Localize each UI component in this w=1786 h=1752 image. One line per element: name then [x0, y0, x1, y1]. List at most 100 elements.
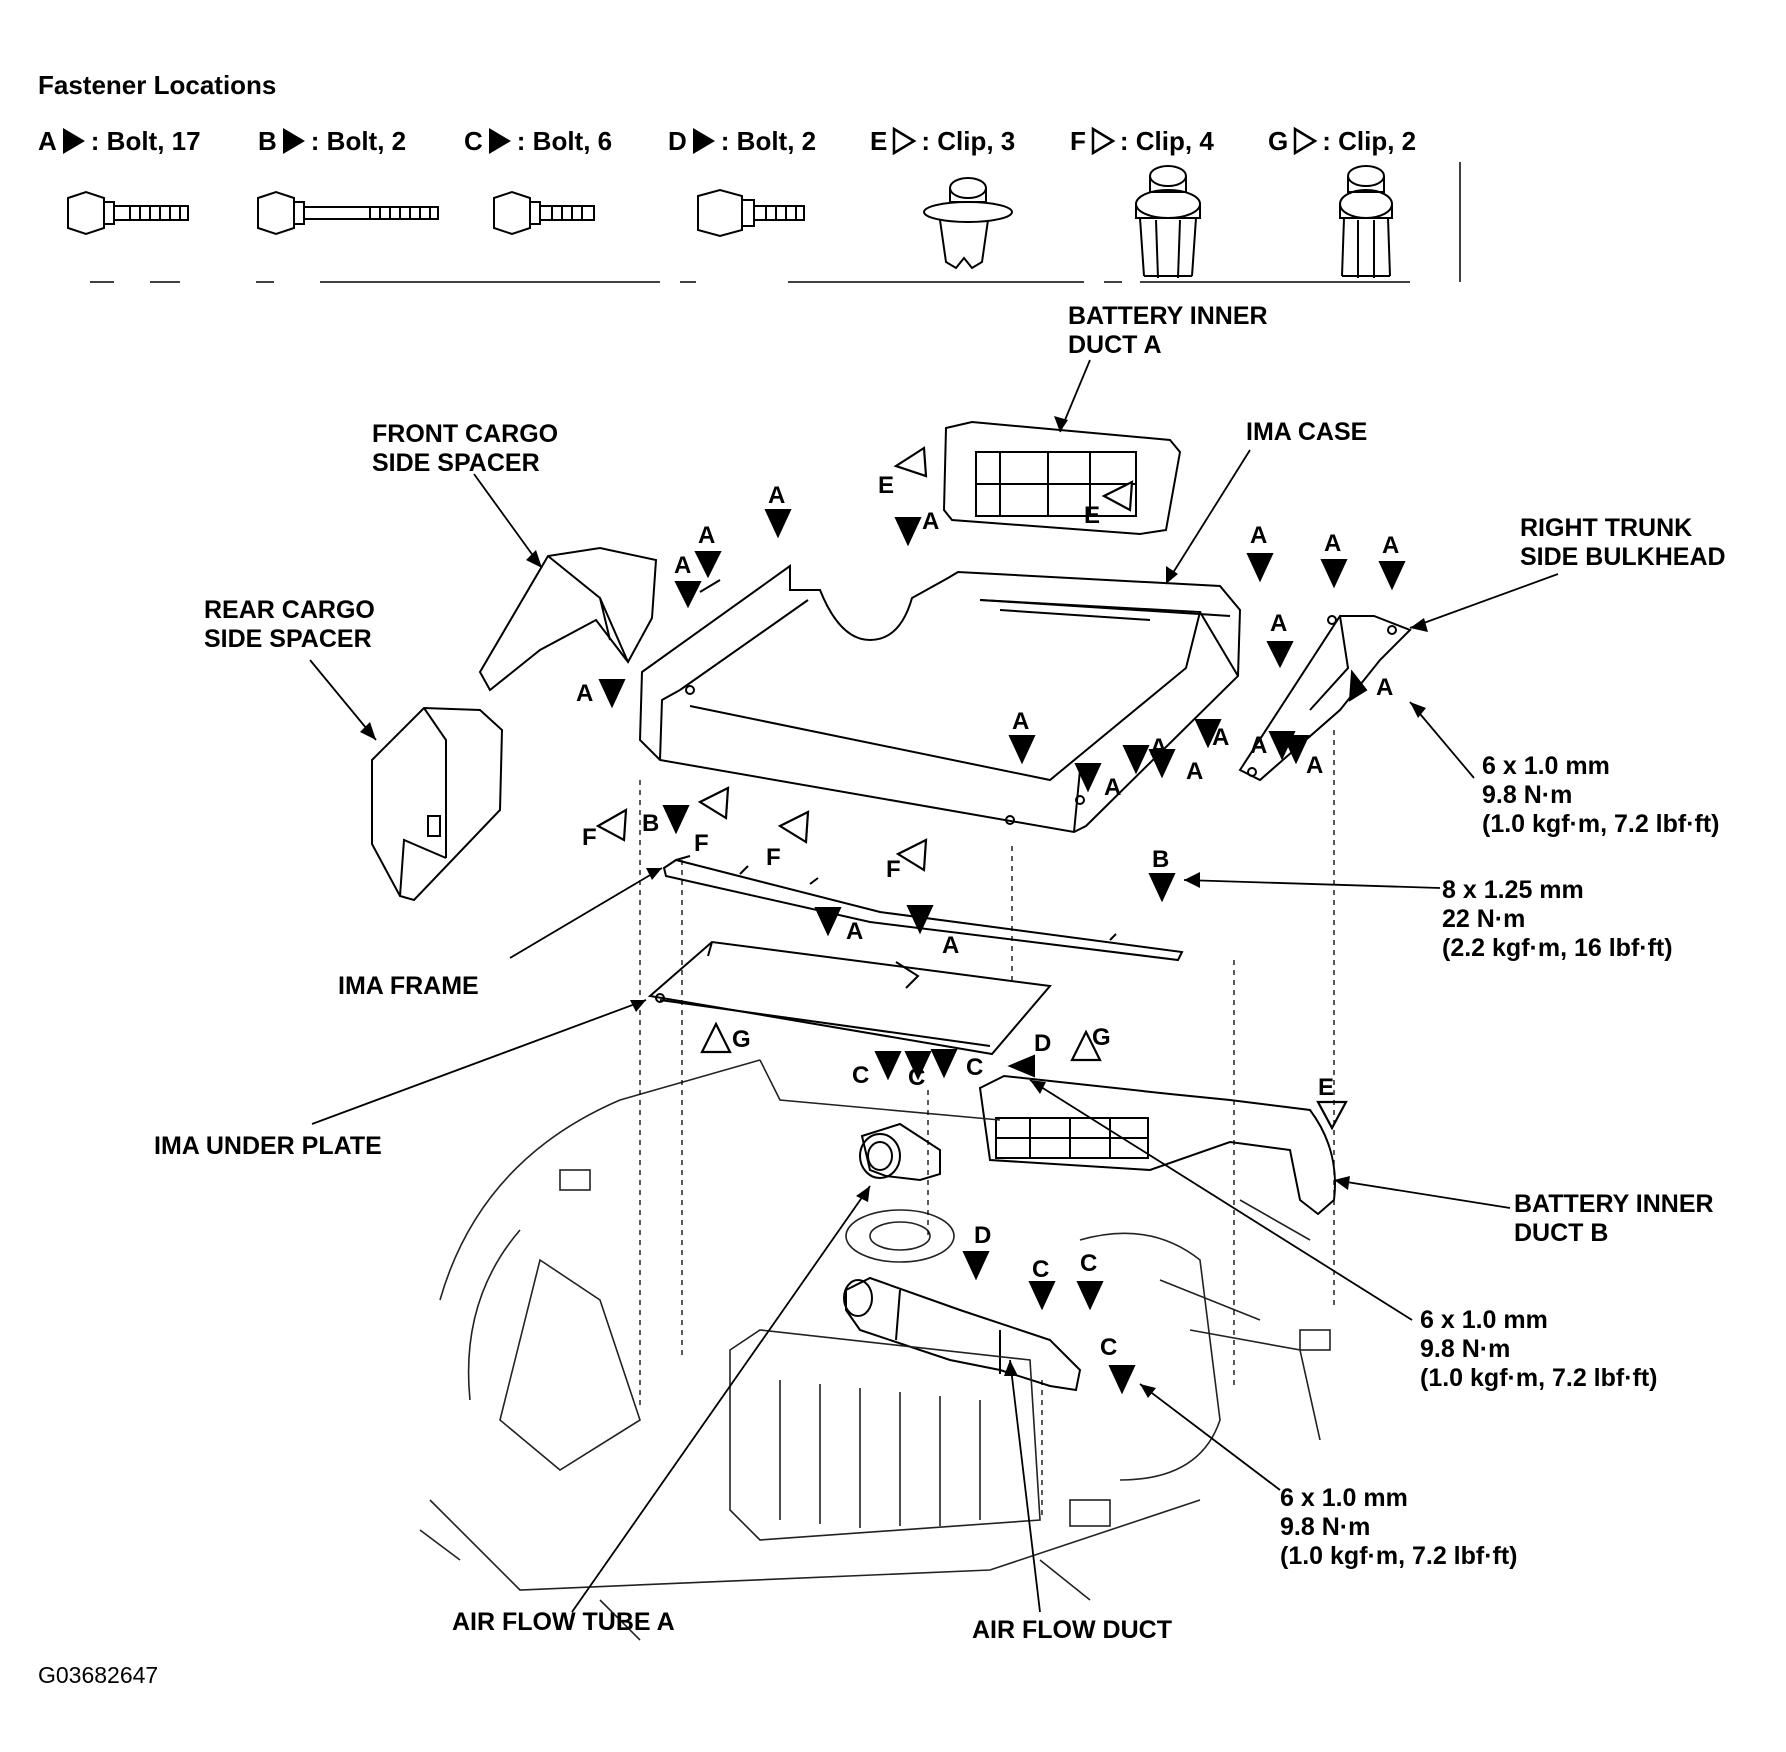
callout-letter: A [922, 508, 940, 535]
callout-letter: C [852, 1062, 870, 1089]
ima-case-drawing [638, 564, 1242, 834]
label-right-trunk-side-bulkhead: RIGHT TRUNK SIDE BULKHEAD [1520, 514, 1726, 571]
callout-letter: G [1092, 1024, 1111, 1051]
fastener-f: F : Clip, 4 [1070, 124, 1214, 158]
fastener-text: : Clip, 2 [1322, 125, 1417, 156]
label-ima-frame: IMA FRAME [338, 972, 479, 1000]
callout-letter: A [1150, 734, 1168, 761]
open-triangle-icon [893, 126, 917, 156]
callout-letter: A [1382, 532, 1400, 559]
bolt-a-icon [67, 190, 189, 236]
fastener-a: A : Bolt, 17 [38, 124, 201, 158]
label-battery-inner-duct-a: BATTERY INNER DUCT A [1068, 302, 1268, 359]
callout-letter: E [878, 472, 895, 499]
open-triangle-icon [1091, 126, 1116, 156]
ima-frame-drawing [662, 855, 1184, 962]
fastener-e: E : Clip, 3 [870, 124, 1015, 158]
clip-f-icon [1135, 165, 1201, 279]
bolt-c-icon [493, 190, 595, 236]
spec-bolt-b: 8 x 1.25 mm 22 N·m (2.2 kgf·m, 16 lbf·ft… [1442, 876, 1673, 962]
callout-letter: C [966, 1054, 984, 1081]
air-flow-duct-drawing [843, 1276, 1082, 1392]
fastener-text: : Bolt, 2 [720, 125, 817, 156]
callout-letter: A [1250, 732, 1268, 759]
callout-letter: A [846, 918, 864, 945]
figure-id: G03682647 [38, 1662, 159, 1688]
callout-letter: A [1306, 752, 1324, 779]
callout-letter: A [1012, 708, 1030, 735]
callout-letter: C [1032, 1256, 1050, 1283]
fastener-text: : Bolt, 2 [310, 125, 407, 156]
callout-letter: A [1376, 674, 1394, 701]
fastener-letter: F [1070, 125, 1086, 156]
callout-letter: B [642, 810, 660, 837]
fastener-b: B : Bolt, 2 [258, 124, 406, 158]
vehicle-body-drawing [419, 1059, 1331, 1641]
callout-letter: F [766, 844, 781, 871]
callout-letter: A [942, 932, 960, 959]
clip-e-icon [923, 177, 1013, 270]
fastener-g: G : Clip, 2 [1268, 124, 1416, 158]
right-trunk-side-bulkhead-drawing [1238, 615, 1412, 782]
label-rear-cargo-side-spacer: REAR CARGO SIDE SPACER [204, 596, 375, 653]
callout-letter: A [1104, 774, 1122, 801]
clip-g-icon [1339, 165, 1393, 278]
label-air-flow-tube-a: AIR FLOW TUBE A [452, 1608, 675, 1636]
battery-inner-duct-b-drawing [978, 1074, 1336, 1216]
callout-letter: D [1034, 1030, 1052, 1057]
fastener-text: : Clip, 3 [921, 125, 1016, 156]
front-cargo-side-spacer-drawing [478, 546, 658, 692]
bolt-d-icon [697, 188, 805, 238]
callout-letter: A [576, 680, 594, 707]
callout-letter: A [768, 482, 786, 509]
fastener-text: : Clip, 4 [1119, 125, 1214, 156]
filled-triangle-icon [692, 128, 715, 154]
label-air-flow-duct: AIR FLOW DUCT [972, 1616, 1172, 1644]
fastener-text: : Bolt, 17 [90, 125, 201, 156]
callout-letter: B [1152, 846, 1170, 873]
fastener-letter: A [38, 125, 57, 156]
callout-letter: E [1318, 1074, 1335, 1101]
bolt-b-icon [257, 190, 439, 236]
callout-letter: A [674, 552, 692, 579]
filled-triangle-icon [282, 128, 305, 154]
callout-letter: C [1080, 1250, 1098, 1277]
callout-letter: F [886, 856, 901, 883]
spec-bolt-d: 6 x 1.0 mm 9.8 N·m (1.0 kgf·m, 7.2 lbf·f… [1420, 1306, 1658, 1392]
battery-inner-duct-a-drawing [942, 420, 1182, 536]
filled-triangle-icon [62, 128, 85, 154]
fastener-c: C : Bolt, 6 [464, 124, 612, 158]
fastener-d: D : Bolt, 2 [668, 124, 816, 158]
air-flow-tube-a-drawing [859, 1122, 941, 1182]
spec-bolt-c: 6 x 1.0 mm 9.8 N·m (1.0 kgf·m, 7.2 lbf·f… [1280, 1484, 1518, 1570]
callout-letter: D [974, 1222, 992, 1249]
fastener-letter: D [668, 125, 687, 156]
callout-letter: A [1270, 610, 1288, 637]
callout-letter: A [1324, 530, 1342, 557]
fastener-letter: G [1268, 125, 1289, 156]
label-front-cargo-side-spacer: FRONT CARGO SIDE SPACER [372, 420, 559, 477]
callout-letter: E [1084, 502, 1101, 529]
fastener-letter: C [464, 125, 483, 156]
callout-letter: A [1186, 758, 1204, 785]
legend-title: Fastener Locations [38, 70, 277, 100]
callout-letter: F [582, 824, 597, 851]
fastener-letter: E [870, 125, 888, 156]
callout-letter: A [1212, 724, 1230, 751]
callout-letter: A [1250, 522, 1268, 549]
callout-letter: F [694, 830, 709, 857]
label-battery-inner-duct-b: BATTERY INNER DUCT B [1514, 1190, 1714, 1247]
label-ima-case: IMA CASE [1246, 418, 1368, 446]
spec-bolt-a: 6 x 1.0 mm 9.8 N·m (1.0 kgf·m, 7.2 lbf·f… [1482, 752, 1720, 838]
filled-triangle-icon [488, 128, 511, 154]
callout-letter: C [908, 1064, 926, 1091]
ima-under-plate-drawing [647, 940, 1052, 1056]
fastener-text: : Bolt, 6 [516, 125, 613, 156]
callout-letter: G [732, 1026, 751, 1053]
fastener-letter: B [258, 125, 277, 156]
callout-letter: A [698, 522, 716, 549]
open-triangle-icon [1293, 126, 1318, 156]
callout-letter: C [1100, 1334, 1118, 1361]
